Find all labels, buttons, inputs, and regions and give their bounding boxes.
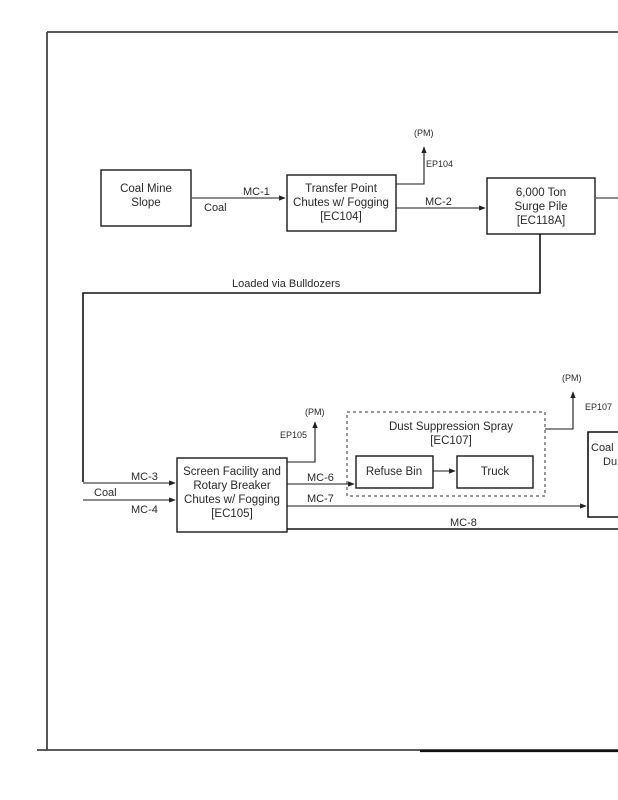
flow-label-coal-source: Coal bbox=[204, 202, 227, 214]
page-frame bbox=[37, 31, 618, 753]
emission-ep104-line bbox=[396, 146, 427, 185]
flow-label-mc4: MC-4 bbox=[131, 504, 158, 516]
emission-ep104-pollutant: (PM) bbox=[414, 128, 434, 138]
node-label-line: [EC104] bbox=[320, 211, 362, 223]
flow-label-coal-input: Coal bbox=[94, 487, 117, 499]
node-coal-mine-slope: Coal Mine Slope bbox=[100, 169, 192, 227]
flow-label-mc7: MC-7 bbox=[307, 493, 334, 505]
flow-label-mc2: MC-2 bbox=[425, 196, 452, 208]
emission-ep107-pollutant: (PM) bbox=[562, 373, 582, 383]
node-transfer-point: Transfer Point Chutes w/ Fogging [EC104] bbox=[286, 174, 397, 232]
emission-ep107-line bbox=[545, 391, 576, 430]
node-label-line: Surge Pile bbox=[514, 201, 567, 213]
emission-ep105-pollutant: (PM) bbox=[305, 407, 325, 417]
node-label-line: Refuse Bin bbox=[366, 466, 422, 478]
node-coal-partial: Coal Du bbox=[587, 431, 618, 518]
node-label-line: Coal bbox=[591, 442, 614, 454]
node-label-line: [EC118A] bbox=[517, 215, 565, 227]
emission-ep105-line bbox=[287, 421, 318, 463]
node-label-line: [EC107] bbox=[430, 435, 472, 447]
emission-ep105-point: EP105 bbox=[280, 430, 307, 440]
emission-ep107-point: EP107 bbox=[585, 402, 612, 412]
flow-label-mc8: MC-8 bbox=[450, 517, 477, 529]
node-refuse-bin: Refuse Bin bbox=[355, 455, 434, 489]
node-label-line: [EC105] bbox=[211, 508, 253, 520]
node-label-line: Dust Suppression Spray bbox=[389, 421, 513, 433]
node-label-line: Chutes w/ Fogging bbox=[184, 494, 280, 506]
node-label-line: Screen Facility and bbox=[183, 466, 281, 478]
node-label-line: 6,000 Ton bbox=[516, 187, 566, 199]
node-label-line: Rotary Breaker bbox=[193, 480, 271, 492]
flow-label-mc6: MC-6 bbox=[307, 472, 334, 484]
node-dust-suppression: Dust Suppression Spray [EC107] bbox=[346, 411, 546, 497]
node-surge-pile: 6,000 Ton Surge Pile [EC118A] bbox=[486, 177, 596, 235]
flow-label-loaded-via: Loaded via Bulldozers bbox=[232, 278, 341, 290]
node-label-line: Coal Mine bbox=[120, 183, 172, 195]
node-label-line: Chutes w/ Fogging bbox=[293, 197, 389, 209]
node-label-line: Truck bbox=[481, 466, 510, 478]
node-label-line: Du bbox=[603, 456, 617, 468]
flow-label-mc3: MC-3 bbox=[131, 471, 158, 483]
emission-ep104-point: EP104 bbox=[426, 159, 453, 169]
flow-bulldozer-loop bbox=[82, 234, 541, 482]
node-screen-facility: Screen Facility and Rotary Breaker Chute… bbox=[176, 457, 288, 533]
node-truck: Truck bbox=[456, 455, 534, 489]
node-label-line: Slope bbox=[131, 197, 160, 209]
node-label-line: Transfer Point bbox=[305, 183, 378, 195]
flow-label-mc1: MC-1 bbox=[243, 186, 270, 198]
